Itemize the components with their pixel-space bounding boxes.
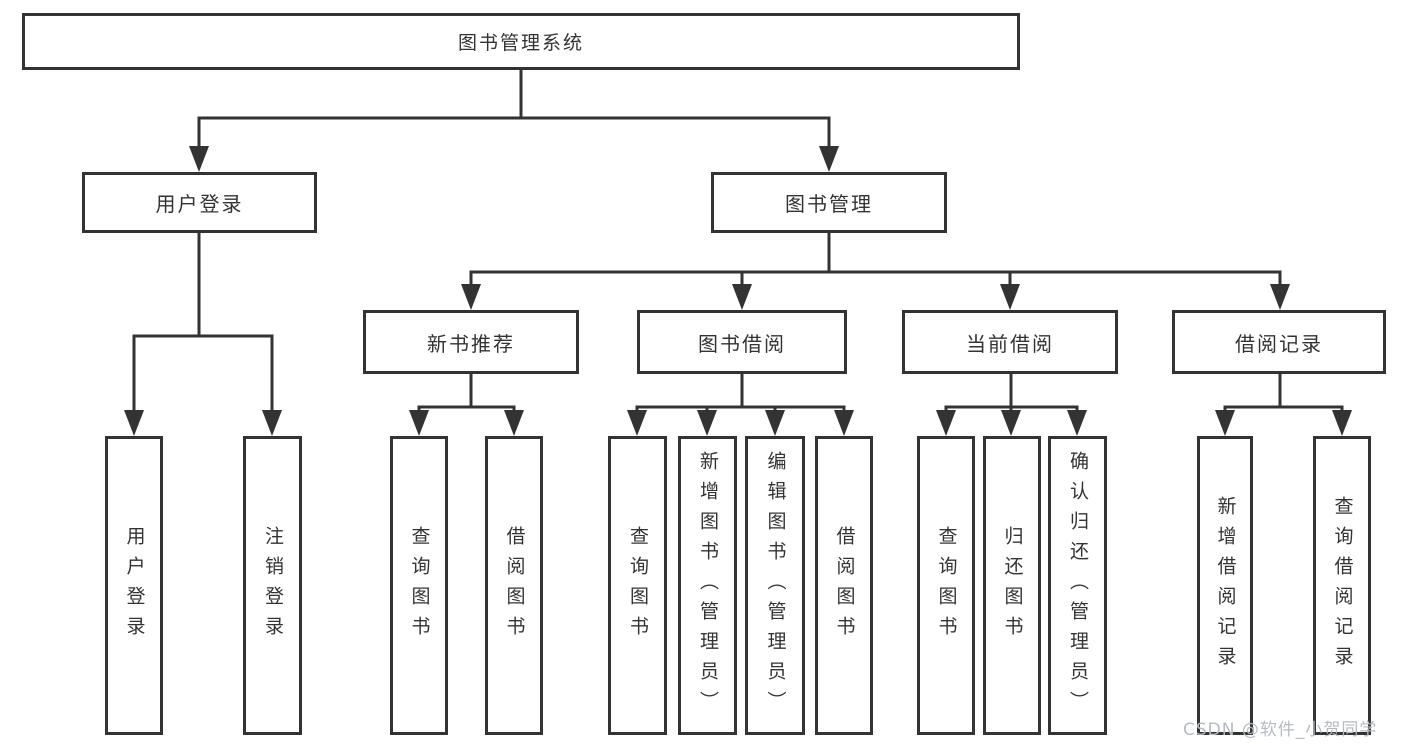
- leaf-label: 注销登录: [262, 525, 284, 646]
- leaf-add-books-admin: 新增图书（管理员）: [678, 436, 737, 735]
- arrow-down-icon: [461, 284, 481, 310]
- node-book-borrow: 图书借阅: [637, 310, 847, 374]
- connector-userlogin-to-leaves: [132, 233, 274, 414]
- leaf-label: 确认归还（管理员）: [1067, 450, 1089, 721]
- leaf-query-books-recommend: 查询图书: [390, 436, 448, 735]
- node-current-borrow: 当前借阅: [902, 310, 1118, 374]
- leaf-edit-books-admin: 编辑图书（管理员）: [745, 436, 805, 735]
- node-label: 当前借阅: [966, 331, 1054, 356]
- leaf-label: 查询借阅记录: [1331, 495, 1354, 676]
- arrow-down-icon: [409, 410, 429, 436]
- node-new-book-recommend: 新书推荐: [363, 310, 579, 374]
- leaf-return-books: 归还图书: [983, 436, 1041, 735]
- arrow-down-icon: [1001, 410, 1021, 436]
- arrow-down-icon: [1332, 410, 1352, 436]
- arrow-down-icon: [262, 410, 282, 436]
- connector-root-to-level2: [197, 70, 831, 150]
- arrow-down-icon: [504, 410, 524, 436]
- node-label: 图书管理系统: [457, 32, 584, 54]
- connector-current-to-leaves: [944, 374, 1079, 414]
- arrow-down-icon: [124, 410, 144, 436]
- leaf-label: 新增借阅记录: [1214, 495, 1237, 676]
- connector-bookmgmt-to-level3: [469, 233, 1282, 288]
- leaf-label: 用户登录: [123, 525, 146, 646]
- node-user-login: 用户登录: [82, 172, 317, 233]
- node-label: 图书管理: [785, 192, 873, 216]
- arrow-down-icon: [834, 410, 854, 436]
- leaf-label: 新增图书（管理员）: [697, 450, 719, 721]
- leaf-add-borrow-record: 新增借阅记录: [1197, 436, 1253, 735]
- leaf-borrow-books-recommend: 借阅图书: [485, 436, 543, 735]
- leaf-query-borrow-record: 查询借阅记录: [1313, 436, 1371, 735]
- arrow-down-icon: [936, 410, 956, 436]
- leaf-label: 编辑图书（管理员）: [764, 450, 787, 721]
- arrow-down-icon: [189, 146, 209, 172]
- leaf-label: 查询图书: [627, 525, 649, 646]
- node-library-system: 图书管理系统: [22, 13, 1020, 70]
- leaf-label: 查询图书: [935, 525, 958, 646]
- leaf-borrow-books: 借阅图书: [815, 436, 873, 735]
- arrow-down-icon: [1067, 410, 1087, 436]
- arrow-down-icon: [1270, 284, 1290, 310]
- node-borrow-records: 借阅记录: [1172, 310, 1386, 374]
- watermark: CSDN @软件_小贺同学: [1183, 720, 1378, 740]
- arrow-down-icon: [697, 410, 717, 436]
- arrowheads: [124, 146, 1352, 436]
- leaf-logout: 注销登录: [243, 436, 302, 735]
- arrow-down-icon: [732, 284, 752, 310]
- node-label: 新书推荐: [427, 331, 515, 356]
- arrow-down-icon: [765, 410, 785, 436]
- arrow-down-icon: [819, 146, 839, 172]
- connector-borrow-to-leaves: [635, 374, 846, 414]
- leaf-query-books-borrow: 查询图书: [608, 436, 667, 735]
- arrow-down-icon: [1215, 410, 1235, 436]
- node-label: 借阅记录: [1235, 331, 1323, 356]
- leaf-label: 查询图书: [408, 525, 431, 646]
- connector-records-to-leaves: [1223, 374, 1344, 414]
- leaf-label: 借阅图书: [833, 525, 856, 646]
- arrow-down-icon: [1000, 284, 1020, 310]
- node-book-management: 图书管理: [711, 172, 947, 233]
- leaf-label: 借阅图书: [503, 525, 526, 646]
- node-label: 用户登录: [155, 192, 244, 216]
- node-label: 图书借阅: [698, 331, 786, 356]
- leaf-query-books-current: 查询图书: [917, 436, 975, 735]
- arrow-down-icon: [627, 410, 647, 436]
- leaf-confirm-return-admin: 确认归还（管理员）: [1048, 436, 1107, 735]
- leaf-user-login: 用户登录: [105, 436, 163, 735]
- connector-newbook-to-leaves: [417, 374, 516, 414]
- leaf-label: 归还图书: [1001, 525, 1024, 646]
